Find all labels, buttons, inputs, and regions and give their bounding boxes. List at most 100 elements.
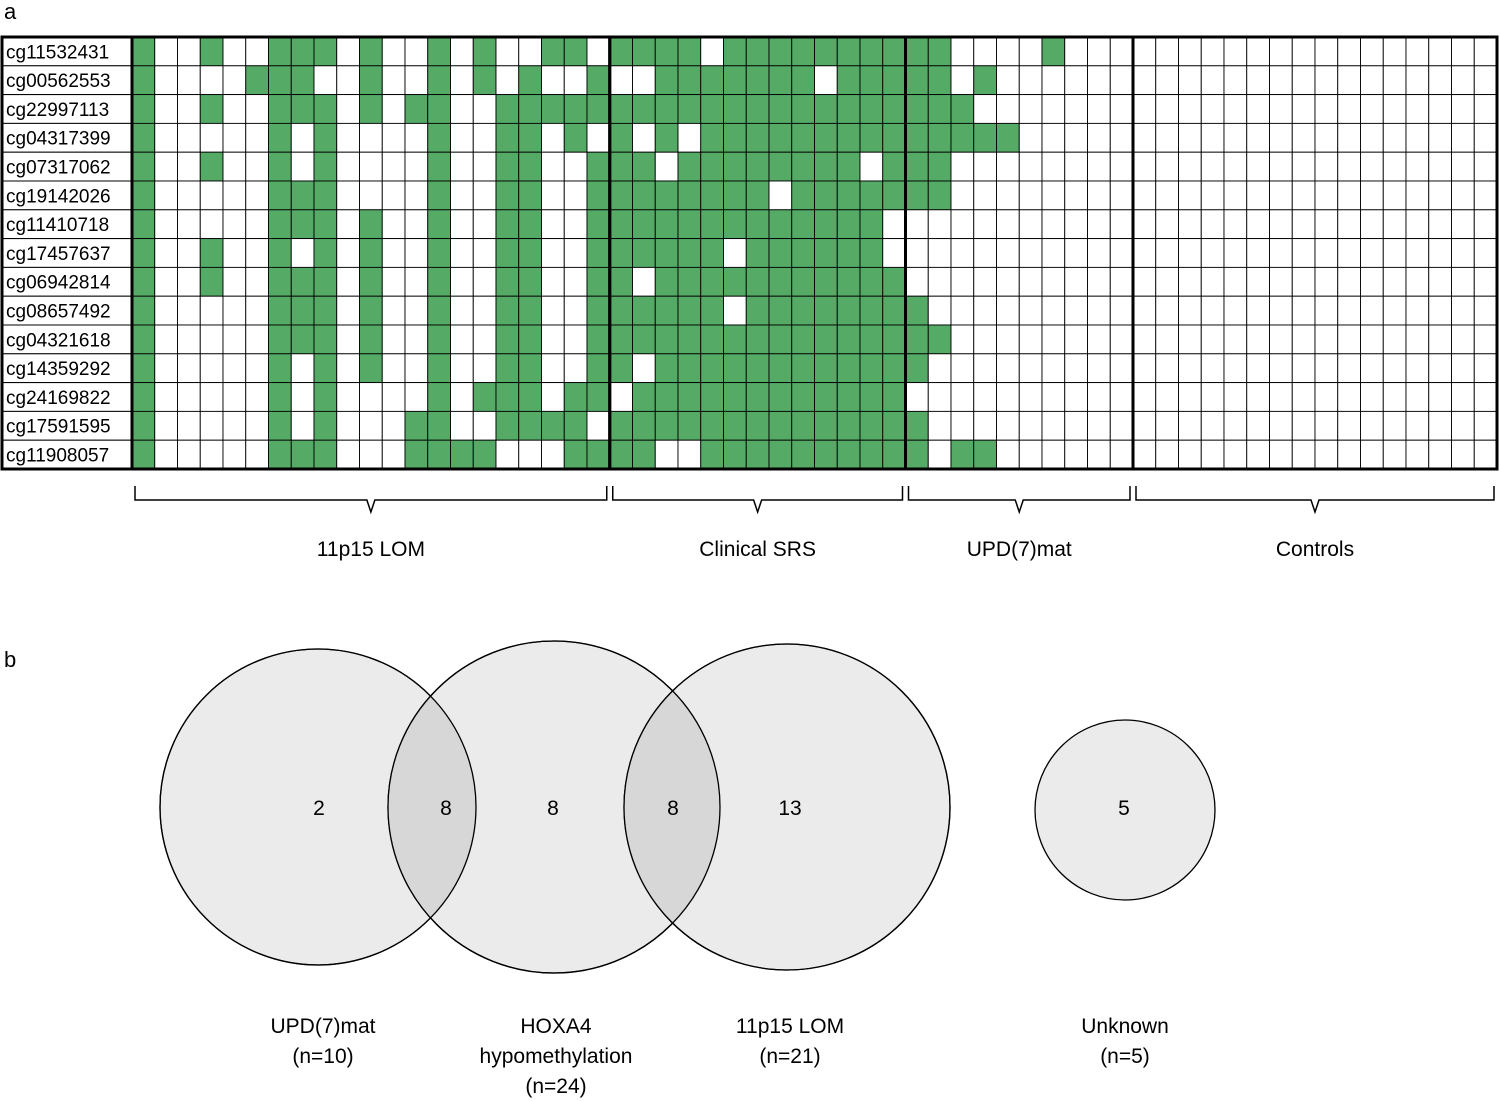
- heatmap-cell-hypomethylated: [131, 238, 156, 268]
- heatmap-cell-normal: [1200, 439, 1225, 470]
- label-11p15-lom-name: 11p15 LOM: [736, 1015, 844, 1038]
- heatmap-cell-normal: [1132, 36, 1157, 67]
- heatmap-cell-normal: [1428, 36, 1452, 67]
- heatmap-cell-normal: [1178, 410, 1202, 441]
- heatmap-cell-normal: [1382, 382, 1407, 412]
- heatmap-cell-hypomethylated: [609, 209, 633, 240]
- heatmap-cell-hypomethylated: [290, 180, 315, 211]
- heatmap-cell-normal: [359, 122, 383, 153]
- heatmap-cell-hypomethylated: [745, 238, 770, 268]
- heatmap-cell-normal: [1382, 180, 1407, 211]
- heatmap-cell-normal: [541, 238, 565, 268]
- heatmap-cell-normal: [154, 439, 178, 470]
- heatmap-cell-hypomethylated: [768, 266, 793, 297]
- heatmap-cell-hypomethylated: [268, 65, 292, 96]
- heatmap-cell-normal: [199, 353, 224, 384]
- heatmap-cell-normal: [1178, 439, 1202, 470]
- heatmap-cell-hypomethylated: [199, 266, 224, 297]
- heatmap-cell-hypomethylated: [859, 238, 884, 268]
- heatmap-cell-normal: [1405, 122, 1430, 153]
- heatmap-cell-hypomethylated: [677, 353, 702, 384]
- heatmap-cell-normal: [222, 151, 247, 182]
- heatmap-cell-normal: [1064, 410, 1088, 441]
- heatmap-cell-normal: [882, 209, 906, 240]
- heatmap-cell-normal: [950, 353, 975, 384]
- heatmap-cell-normal: [1405, 238, 1430, 268]
- heatmap-cell-normal: [1291, 209, 1316, 240]
- heatmap-cell-hypomethylated: [836, 122, 861, 153]
- heatmap-cell-normal: [245, 180, 269, 211]
- heatmap-cell-hypomethylated: [745, 295, 770, 326]
- heatmap-cell-normal: [1314, 353, 1339, 384]
- heatmap-cell-normal: [222, 353, 247, 384]
- heatmap-cell-hypomethylated: [541, 410, 565, 441]
- heatmap-cell-hypomethylated: [290, 36, 315, 67]
- heatmap-cell-normal: [1269, 382, 1293, 412]
- heatmap-cell-hypomethylated: [313, 122, 338, 153]
- heatmap-cell-normal: [1405, 180, 1430, 211]
- heatmap-cell-hypomethylated: [654, 324, 679, 355]
- heatmap-cell-normal: [1428, 151, 1452, 182]
- heatmap-cell-normal: [1451, 36, 1475, 67]
- heatmap-cell-normal: [1018, 410, 1043, 441]
- heatmap-cell-hypomethylated: [313, 410, 338, 441]
- heatmap-cell-normal: [973, 410, 997, 441]
- heatmap-cell-hypomethylated: [495, 209, 520, 240]
- heatmap-cell-hypomethylated: [427, 122, 451, 153]
- heatmap-cell-hypomethylated: [791, 94, 815, 124]
- heatmap-cell-normal: [723, 295, 747, 326]
- heatmap-cell-hypomethylated: [677, 94, 702, 124]
- heatmap-cell-hypomethylated: [586, 266, 611, 297]
- heatmap-cell-hypomethylated: [882, 295, 906, 326]
- heatmap-cell-hypomethylated: [973, 439, 997, 470]
- heatmap-cell-hypomethylated: [290, 295, 315, 326]
- heatmap-cell-normal: [1382, 353, 1407, 384]
- heatmap-cell-normal: [1405, 65, 1430, 96]
- heatmap-cell-hypomethylated: [131, 353, 156, 384]
- heatmap-cell-normal: [563, 353, 588, 384]
- heatmap-cell-normal: [381, 36, 406, 67]
- heatmap-cell-hypomethylated: [427, 94, 451, 124]
- heatmap-cell-normal: [927, 410, 952, 441]
- heatmap-cell-normal: [154, 180, 178, 211]
- heatmap-cell-normal: [336, 122, 360, 153]
- heatmap-cell-normal: [1018, 266, 1043, 297]
- heatmap-cell-normal: [1451, 65, 1475, 96]
- heatmap-cell-hypomethylated: [268, 180, 292, 211]
- heatmap-cell-normal: [1041, 266, 1066, 297]
- heatmap-cell-hypomethylated: [313, 382, 338, 412]
- heatmap-cell-hypomethylated: [495, 238, 520, 268]
- heatmap-cell-normal: [1451, 238, 1475, 268]
- heatmap-cell-hypomethylated: [700, 382, 724, 412]
- heatmap-cell-normal: [359, 439, 383, 470]
- heatmap-cell-hypomethylated: [654, 122, 679, 153]
- heatmap-cell-normal: [450, 410, 474, 441]
- probe-label: cg24169822: [6, 388, 111, 409]
- heatmap-cell-normal: [609, 65, 633, 96]
- heatmap-cell-hypomethylated: [632, 209, 656, 240]
- heatmap-cell-normal: [996, 295, 1020, 326]
- heatmap-cell-hypomethylated: [768, 382, 793, 412]
- heatmap-cell-hypomethylated: [632, 94, 656, 124]
- probe-label-cell: [1, 94, 133, 124]
- heatmap-cell-normal: [632, 65, 656, 96]
- heatmap-cell-hypomethylated: [950, 122, 975, 153]
- group-label: UPD(7)mat: [967, 538, 1072, 561]
- heatmap-cell-hypomethylated: [632, 439, 656, 470]
- heatmap-cell-normal: [1041, 65, 1066, 96]
- heatmap-cell-normal: [381, 65, 406, 96]
- heatmap-cell-normal: [1200, 238, 1225, 268]
- heatmap-cell-normal: [472, 122, 497, 153]
- heatmap-cell-normal: [1087, 439, 1111, 470]
- heatmap-cell-normal: [472, 266, 497, 297]
- heatmap-cell-hypomethylated: [654, 238, 679, 268]
- label-unknown-name: Unknown: [1081, 1015, 1169, 1038]
- heatmap-cell-normal: [1314, 151, 1339, 182]
- heatmap-cell-normal: [1109, 36, 1134, 67]
- heatmap-cell-normal: [1428, 94, 1452, 124]
- heatmap-cell-normal: [290, 122, 315, 153]
- heatmap-cell-normal: [950, 180, 975, 211]
- heatmap-cell-hypomethylated: [882, 439, 906, 470]
- heatmap-cell-hypomethylated: [927, 94, 952, 124]
- venn-diagram: 2 8 8 8 13 5 UPD(7)mat (n=10) HOXA4 hypo…: [159, 640, 1216, 1098]
